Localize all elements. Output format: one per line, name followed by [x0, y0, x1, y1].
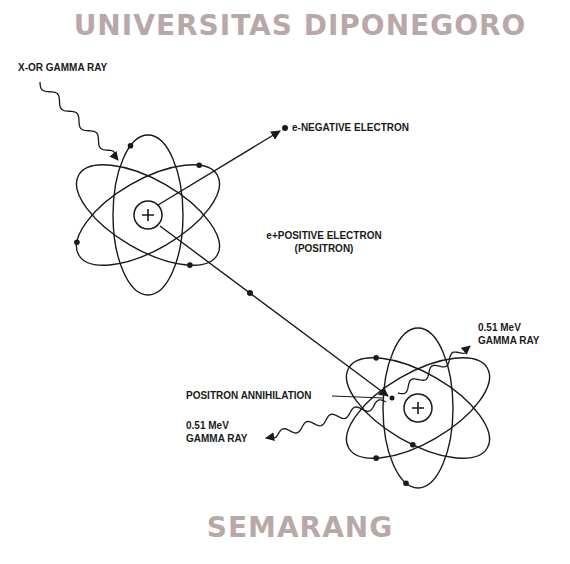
electron-orbit — [331, 338, 505, 479]
orbital-electron — [196, 162, 202, 168]
callout-label: 0.51 MeV GAMMA RAY — [186, 420, 260, 445]
orbital-electron — [74, 239, 80, 245]
watermark: SEMARANG — [207, 510, 393, 545]
callout-label: POSITRON ANNIHILATION — [186, 390, 312, 403]
annihilation-gamma-ray — [266, 400, 386, 438]
orbital-electron — [410, 442, 416, 448]
atom-figure — [331, 328, 505, 488]
positron — [247, 290, 253, 296]
orbital-electron — [373, 355, 379, 361]
electron-orbit — [383, 328, 453, 488]
electron-track — [158, 131, 280, 205]
electron-orbit — [113, 135, 183, 295]
nucleus — [134, 201, 162, 229]
incoming-gamma-ray — [40, 82, 118, 160]
annihilation-gamma-ray — [398, 346, 470, 394]
orbital-electron — [403, 480, 409, 486]
annihilation-point — [390, 396, 395, 401]
callout-label: e-NEGATIVE ELECTRON — [292, 122, 409, 135]
nucleus-symbol — [142, 209, 154, 221]
callout-label: 0.51 MeV GAMMA RAY — [478, 322, 552, 347]
nucleus — [404, 394, 432, 422]
atom-figure — [61, 135, 235, 295]
orbital-electron — [373, 455, 379, 461]
callout-label: X-OR GAMMA RAY — [18, 62, 107, 75]
callout-label: e+POSITIVE ELECTRON (POSITRON) — [254, 230, 394, 255]
leader-line — [332, 396, 384, 398]
negative-electron — [282, 125, 288, 131]
electron-orbit — [331, 338, 505, 479]
electron-orbit — [61, 145, 235, 286]
electron-orbit — [61, 145, 235, 286]
nucleus-symbol — [412, 402, 424, 414]
orbital-electron — [128, 143, 134, 149]
orbital-electron — [187, 262, 193, 268]
positron-track — [160, 226, 388, 396]
watermark: UNIVERSITAS DIPONEGORO — [74, 8, 527, 43]
